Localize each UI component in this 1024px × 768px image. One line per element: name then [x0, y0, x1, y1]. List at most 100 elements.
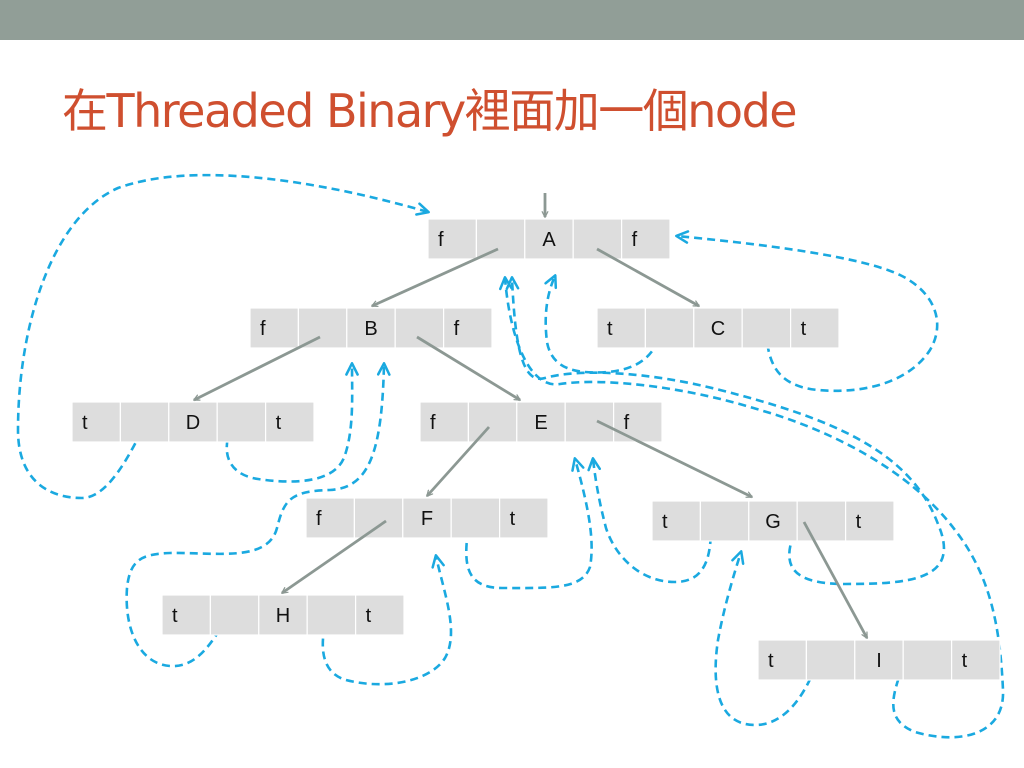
- left-flag-cell: [71, 401, 122, 443]
- left-flag-cell: [757, 639, 808, 681]
- child-arrow-g-i: [802, 521, 869, 639]
- child-arrow-b-d: [193, 335, 321, 402]
- left-flag: f: [438, 229, 444, 251]
- slide-top-bar: [0, 0, 1024, 40]
- right-link-cell: [216, 401, 267, 443]
- right-flag: f: [632, 229, 638, 251]
- node-label: A: [542, 229, 556, 251]
- right-link-cell: [450, 497, 501, 539]
- right-flag: t: [510, 508, 516, 530]
- left-flag: f: [430, 412, 436, 434]
- left-flag: t: [172, 605, 178, 627]
- left-flag: t: [82, 412, 88, 434]
- right-flag: f: [624, 412, 630, 434]
- right-flag-cell: [265, 401, 315, 443]
- node-label: D: [186, 412, 200, 434]
- data-cell: [402, 497, 452, 539]
- child-arrow-f-h: [281, 519, 387, 595]
- right-flag: t: [962, 650, 968, 672]
- right-link-cell: [564, 401, 615, 443]
- left-flag-cell: [419, 401, 470, 443]
- thread-links: [16, 173, 1005, 739]
- left-flag-cell: [651, 500, 702, 542]
- left-flag-cell: [596, 307, 647, 349]
- node-label: G: [765, 511, 781, 533]
- left-flag-cell: [305, 497, 356, 539]
- right-flag: f: [454, 318, 460, 340]
- child-arrow-b-e: [416, 335, 521, 402]
- thread-g-left-to-e: [587, 457, 713, 584]
- data-cell: [168, 401, 218, 443]
- thread-d-right-to-b: [225, 362, 359, 483]
- child-arrow-e-g: [596, 419, 753, 499]
- right-link-cell: [572, 218, 623, 260]
- left-flag: f: [316, 508, 322, 530]
- child-arrow-a-b: [371, 247, 499, 308]
- right-link-cell: [741, 307, 792, 349]
- child-arrow-a-c: [596, 247, 700, 308]
- left-flag-cell: [427, 218, 478, 260]
- right-flag-cell: [950, 639, 1001, 681]
- right-flag: t: [276, 412, 282, 434]
- right-flag: t: [801, 318, 807, 340]
- left-link-cell: [209, 594, 260, 636]
- right-flag-cell: [443, 307, 493, 349]
- left-link-cell: [805, 639, 856, 681]
- thread-h-left-to-b: [125, 362, 391, 668]
- left-link-cell: [467, 401, 518, 443]
- left-link-cell: [699, 500, 750, 542]
- data-cell: [524, 218, 574, 260]
- thread-i-right-to-a: [499, 276, 1005, 739]
- left-flag-cell: [249, 307, 300, 349]
- right-flag-cell: [355, 594, 405, 636]
- right-flag: t: [366, 605, 372, 627]
- thread-c-left-to-a: [544, 274, 667, 374]
- left-flag: t: [607, 318, 613, 340]
- node-label: C: [711, 318, 725, 340]
- thread-c-right-to-a: [675, 230, 939, 393]
- right-flag: t: [856, 511, 862, 533]
- left-flag: t: [768, 650, 774, 672]
- right-flag-cell: [612, 401, 663, 443]
- node-label: E: [534, 412, 547, 434]
- left-flag-cell: [161, 594, 212, 636]
- data-cell: [258, 594, 308, 636]
- child-links: [193, 193, 869, 639]
- data-cell: [693, 307, 743, 349]
- thread-d-left-to-a: [16, 173, 430, 500]
- right-link-cell: [394, 307, 445, 349]
- left-link-cell: [644, 307, 695, 349]
- right-flag-cell: [620, 218, 671, 260]
- right-link-cell: [902, 639, 953, 681]
- thread-h-right-to-f: [321, 554, 453, 686]
- child-arrow-e-f: [425, 426, 491, 497]
- left-link-cell: [119, 401, 170, 443]
- node-label: I: [876, 650, 882, 672]
- left-link-cell: [475, 218, 526, 260]
- right-flag-cell: [499, 497, 549, 539]
- right-flag-cell: [789, 307, 840, 349]
- left-link-cell: [297, 307, 348, 349]
- left-flag: t: [662, 511, 668, 533]
- right-link-cell: [306, 594, 357, 636]
- node-label: H: [276, 605, 290, 627]
- right-flag-cell: [844, 500, 895, 542]
- slide-title: 在Threaded Binary裡面加一個node: [62, 84, 798, 138]
- thread-f-right-to-e: [465, 457, 593, 590]
- thread-g-right-to-a: [505, 276, 946, 586]
- thread-i-left-to-g: [714, 550, 822, 727]
- left-flag: f: [260, 318, 266, 340]
- left-link-cell: [353, 497, 404, 539]
- data-cell: [854, 639, 904, 681]
